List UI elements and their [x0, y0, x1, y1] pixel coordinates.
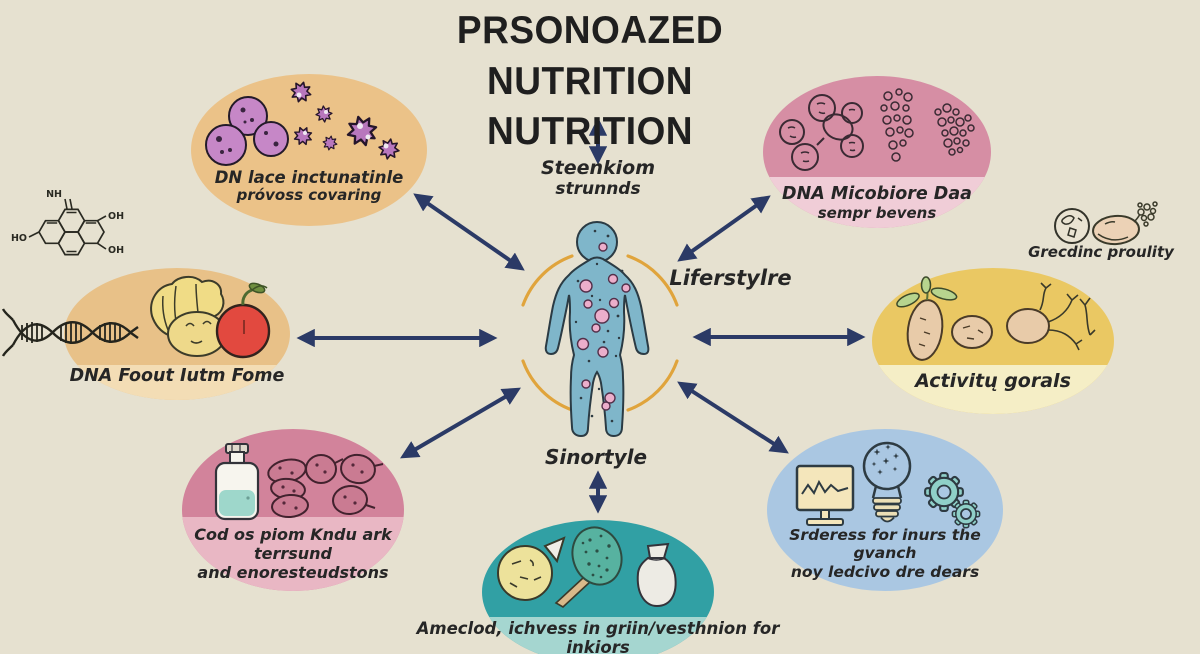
- lightbulb-icon: [862, 441, 912, 523]
- chem-label-oh-top: OH: [108, 211, 124, 222]
- chem-label-ho: HO: [11, 233, 27, 244]
- probiotic-blobs-icon: [267, 453, 384, 519]
- figure-specks: [574, 229, 624, 423]
- node-bottom-left-caption: Cod os piom Kndu ark terrsund and enores…: [194, 525, 392, 582]
- node-top-right-caption: DNA Micobiore Daa sempr bevens: [782, 184, 972, 222]
- node-top-left-caption: DN lace inctunatinle próvoss covaring: [214, 168, 404, 205]
- tuber-roots-icon: [896, 276, 1096, 361]
- food-sacks-icon: [497, 526, 677, 608]
- chem-label-oh-bottom: OH: [108, 245, 124, 256]
- node-mid-right-ellipse: [872, 268, 1114, 414]
- supplement-bottle-icon: [214, 443, 260, 521]
- petri-dish-icon: [1054, 208, 1090, 244]
- page-title: PRSONOAZED NUTRITION NUTRITION: [353, 6, 828, 158]
- arrow-top-right: [677, 195, 771, 262]
- node-mid-right-caption: Activitų gorals: [915, 370, 1071, 392]
- vegetables-icon: [150, 276, 271, 359]
- human-figure: [544, 221, 650, 438]
- corner-note-label: Grecdinc proulity: [1028, 243, 1174, 261]
- title-line2: NUTRITION: [487, 110, 693, 154]
- node-bottom-right-caption: Srderess for inurs the gvanch noy ledciv…: [789, 526, 981, 581]
- bread-blob-icon: [1092, 201, 1158, 246]
- arrow-bottom-left: [400, 387, 521, 459]
- center-right-label: Liferstylre: [669, 266, 792, 290]
- microbiome-circles-icon: [779, 88, 975, 171]
- gears-icon: [924, 472, 981, 529]
- center-top-label: Steenkiom strunnds: [540, 157, 656, 200]
- chem-label-nh: NH: [46, 189, 62, 200]
- node-mid-left-caption: DNA Foout Iutm Fome: [69, 366, 285, 386]
- probiotic-blob-dots: [278, 463, 364, 510]
- title-line1: PRSONOAZED NUTRITION: [456, 9, 724, 103]
- halo-arc: [521, 254, 679, 412]
- arrow-top-left: [413, 193, 525, 271]
- root-branches: [1039, 282, 1096, 351]
- arrow-bottom-right: [677, 381, 789, 454]
- microbe-cells-icon: [205, 78, 404, 166]
- monitor-chart-icon: [795, 464, 855, 526]
- node-bottom-center-caption: Ameclod, ichvess in griin/vesthnion for …: [416, 619, 780, 654]
- chemical-structure: NH OH HO OH: [11, 189, 124, 256]
- figure-spots: [576, 242, 631, 411]
- center-bottom-label: Sinortyle: [544, 445, 648, 469]
- dna-helix-icon: [1, 308, 139, 357]
